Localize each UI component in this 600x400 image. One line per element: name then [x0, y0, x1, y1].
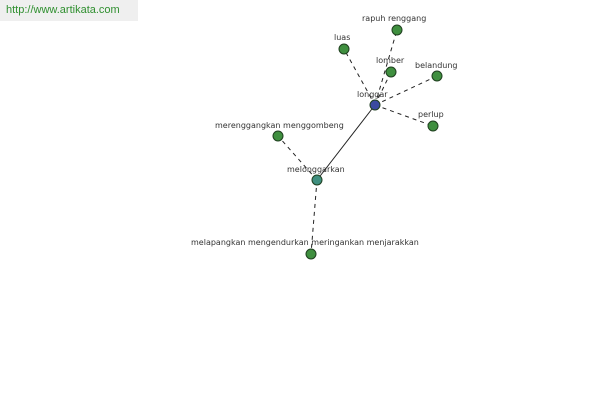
node-label-belandung[interactable]: belandung	[415, 61, 458, 70]
edge-longgar-melonggarkan	[316, 104, 376, 181]
node-label-lomber[interactable]: lomber	[376, 56, 405, 65]
node-label-longgar[interactable]: longgar	[357, 90, 388, 99]
node-label-melonggarkan[interactable]: melonggarkan	[287, 165, 345, 174]
node-label-rapuh[interactable]: rapuh renggang	[362, 14, 426, 23]
node-label-luas[interactable]: luas	[334, 33, 350, 42]
node-longgar[interactable]	[369, 99, 381, 111]
nodes-layer	[272, 24, 443, 260]
node-luas[interactable]	[338, 43, 350, 55]
edge-longgar-belandung	[374, 75, 438, 106]
node-melapangkan[interactable]	[305, 248, 317, 260]
labels-layer: longgar melonggarkan rapuh renggang luas lom…	[191, 14, 458, 247]
node-label-merenggangkan[interactable]: merenggangkan menggombeng	[215, 121, 344, 130]
node-melonggarkan[interactable]	[311, 174, 323, 186]
site-url-badge[interactable]: http://www.artikata.com	[0, 0, 138, 21]
node-label-perlup[interactable]: perlup	[418, 110, 444, 119]
node-merenggangkan[interactable]	[272, 130, 284, 142]
edges-layer	[277, 29, 438, 255]
node-rapuh[interactable]	[391, 24, 403, 36]
edge-melonggarkan-merenggangkan	[277, 135, 318, 181]
node-belandung[interactable]	[431, 70, 443, 82]
edge-longgar-perlup	[374, 104, 434, 127]
node-lomber[interactable]	[385, 66, 397, 78]
edge-longgar-luas	[343, 48, 376, 106]
node-label-melapangkan[interactable]: melapangkan mengendurkan meringankan men…	[191, 238, 419, 247]
edge-longgar-lomber	[374, 71, 392, 106]
edge-longgar-rapuh	[374, 29, 398, 106]
node-perlup[interactable]	[427, 120, 439, 132]
